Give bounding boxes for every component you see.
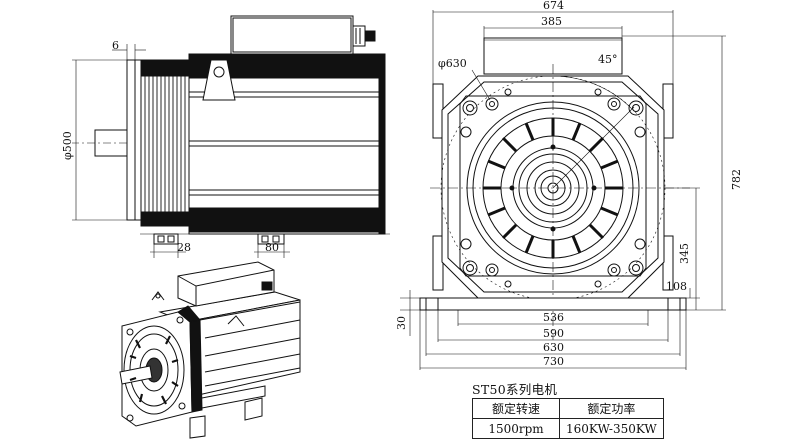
value-rated-speed: 1500rpm [472, 418, 560, 439]
dim-bolt-circle: φ630 [438, 57, 467, 70]
dim-height: 782 [730, 169, 743, 190]
header-rated-speed: 额定转速 [472, 398, 560, 419]
value-rated-power: 160KW-350KW [559, 418, 664, 439]
spec-header-row: 额定转速 额定功率 [472, 398, 664, 419]
spec-title: ST50系列电机 [472, 382, 558, 397]
dim-foot-height: 108 [666, 280, 687, 293]
base-plate [419, 297, 687, 311]
cable-gland [352, 25, 376, 47]
dim-foot-right: 80 [265, 241, 279, 254]
dim-flange-diameter: φ500 [61, 131, 74, 160]
dim-center-height: 345 [678, 243, 691, 264]
spec-table: 额定转速 额定功率 1500rpm 160KW-350KW [472, 398, 664, 439]
terminal-box [230, 15, 354, 55]
dim-flange-thickness: 6 [112, 39, 119, 52]
side-view [72, 15, 390, 258]
isometric-view [119, 261, 301, 439]
header-rated-power: 额定功率 [559, 398, 664, 419]
flange [126, 59, 136, 221]
dim-angle: 45° [598, 53, 618, 66]
dim-630: 630 [543, 341, 564, 354]
dim-top-box: 385 [541, 15, 562, 28]
dim-590: 590 [543, 327, 564, 340]
front-view [400, 10, 726, 370]
dim-730: 730 [543, 355, 564, 368]
dim-536: 536 [543, 311, 564, 324]
lifting-eye [202, 59, 236, 101]
corner-bolts [460, 88, 646, 288]
dim-foot-left: 28 [177, 241, 191, 254]
dim-overall-top: 674 [543, 0, 564, 12]
spec-value-row: 1500rpm 160KW-350KW [472, 418, 664, 439]
dim-base-thickness: 30 [395, 316, 408, 330]
